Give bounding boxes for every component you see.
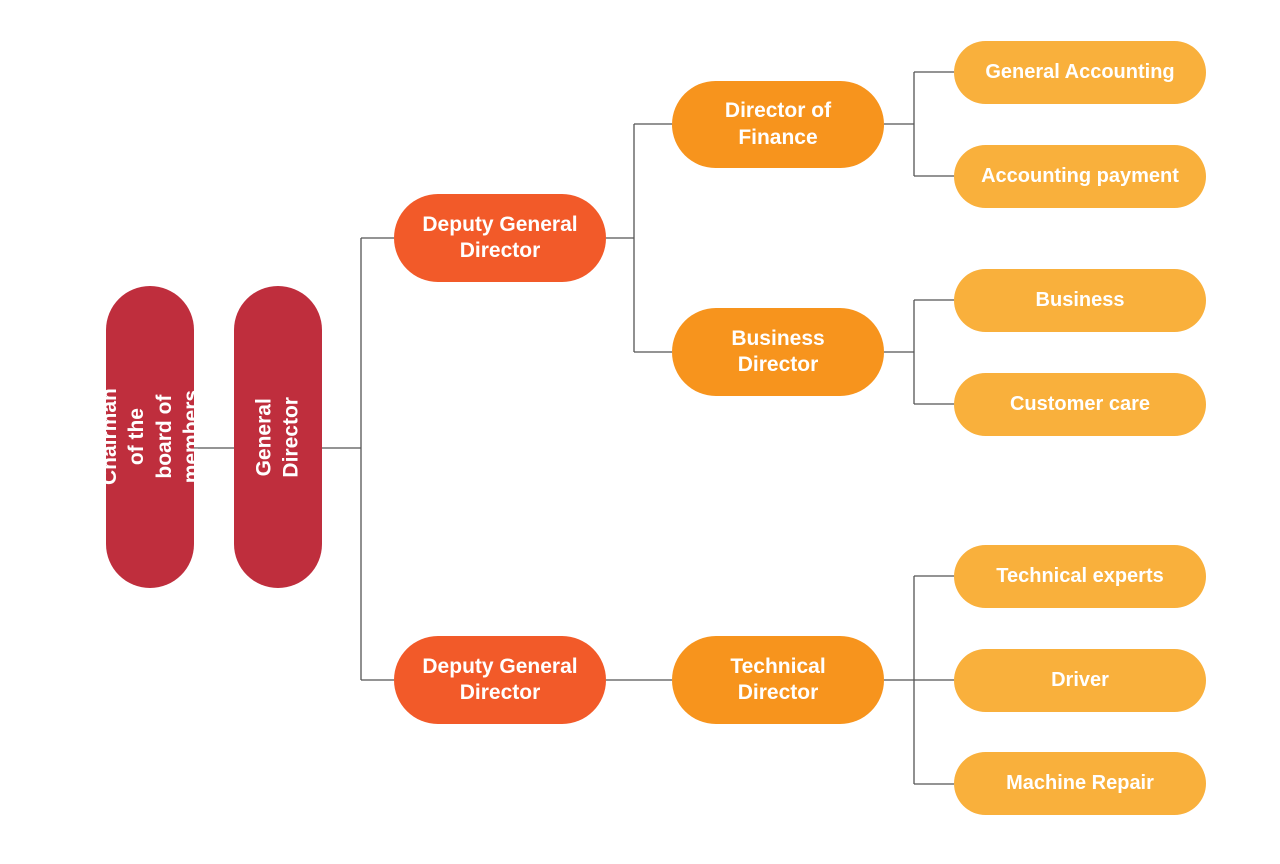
business-director-node: Business Director [672,308,884,396]
director-of-finance-node: Director of Finance [672,81,884,168]
deputy-general-director-bottom-node: Deputy General Director [394,636,606,724]
accounting-payment-node: Accounting payment [954,145,1206,208]
customer-care-label: Customer care [1009,393,1151,415]
technical-experts-label: Technical experts [996,565,1164,587]
technical-director-node: Technical Director [672,636,884,724]
deputy-general-director-top-node: Deputy General Director [394,194,606,282]
business-node: Business [954,269,1206,332]
deputy-bottom-label: Deputy General Director [422,654,578,704]
technical-experts-node: Technical experts [954,545,1206,608]
general-director-node: General Director [234,286,322,588]
driver-node: Driver [954,649,1206,712]
machine-repair-label: Machine Repair [1006,772,1154,794]
customer-care-node: Customer care [954,373,1206,436]
deputy-top-label: Deputy General Director [422,212,578,262]
general-accounting-label: General Accounting [985,61,1175,83]
business-director-label: Business Director [731,326,825,376]
general-director-label: General Director [252,396,303,478]
chairman-label: Chairman of the board of members [97,388,203,486]
machine-repair-node: Machine Repair [954,752,1206,815]
technical-director-label: Technical Director [730,654,826,704]
business-label: Business [1035,289,1125,311]
chairman-node: Chairman of the board of members [97,286,202,588]
accounting-payment-label: Accounting payment [981,165,1179,187]
general-accounting-node: General Accounting [954,41,1206,104]
director-of-finance-label: Director of Finance [724,99,832,149]
driver-label: Driver [1051,669,1109,691]
